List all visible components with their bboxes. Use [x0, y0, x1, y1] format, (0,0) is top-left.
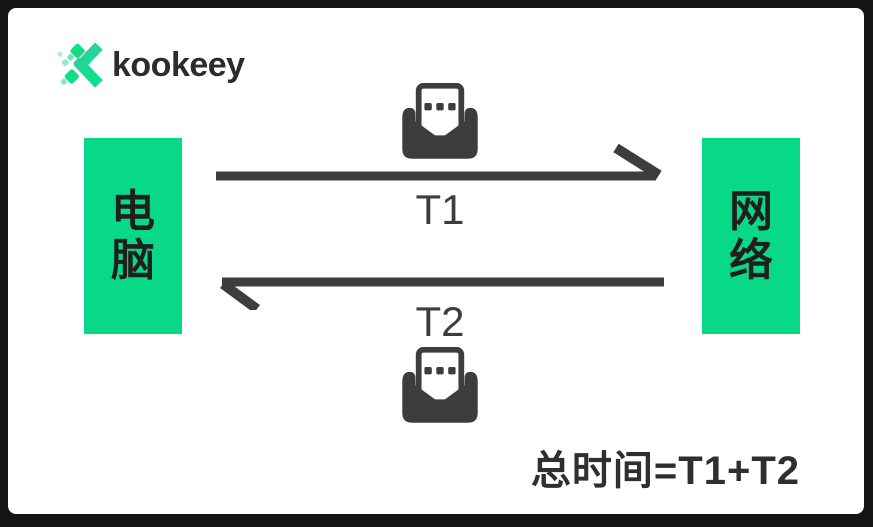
total-time-formula: 总时间=T1+T2 — [530, 449, 800, 493]
computer-node: 电脑 — [84, 138, 182, 334]
forward-arrow — [214, 144, 664, 186]
return-arrow — [216, 260, 666, 310]
network-node: 网络 — [702, 138, 800, 334]
computer-node-label: 电脑 — [111, 186, 155, 285]
t1-label: T1 — [415, 186, 465, 233]
brand-wordmark: kookeey — [112, 46, 245, 84]
network-node-label: 网络 — [729, 186, 773, 285]
mail-request-icon — [399, 83, 481, 159]
mail-response-icon — [399, 347, 481, 423]
t2-label: T2 — [415, 298, 465, 345]
kookeey-logo-icon — [57, 42, 103, 88]
